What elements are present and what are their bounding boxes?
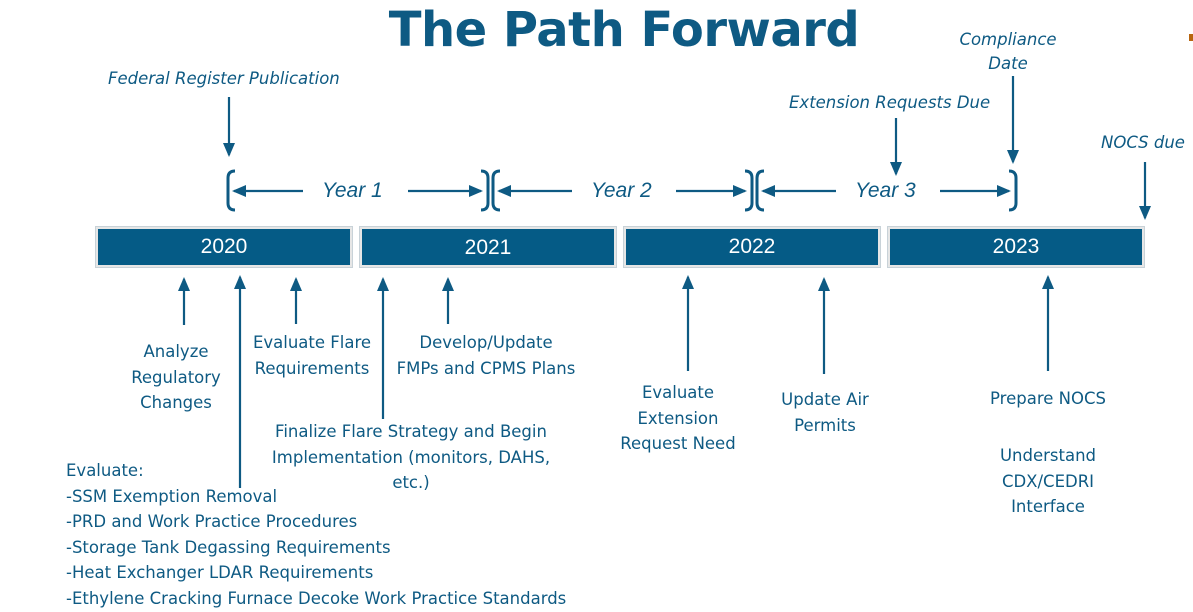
extension-requests-due-label: Extension Requests Due [789, 93, 991, 112]
task-line: etc.) [392, 473, 430, 492]
bracket-left-year-1 [226, 169, 236, 212]
logo-fragment [1189, 34, 1193, 41]
task-line: Implementation (monitors, DAHS, [271, 447, 551, 467]
task-line: Understand [999, 446, 1097, 465]
bracket-right-year-3 [1008, 169, 1018, 212]
compliance-date-label: Compliance Date [950, 28, 1066, 76]
task-line: Requirements [254, 358, 370, 378]
task-line: Changes [140, 393, 212, 412]
bracket-right-year-2 [744, 169, 754, 212]
year-bar-2020: 2020 [95, 226, 353, 268]
evaluate-list-item: -Storage Tank Degassing Requirements [66, 537, 391, 557]
page-title: The Path Forward [388, 2, 860, 58]
bracket-left-year-2 [491, 169, 501, 212]
evaluate-list-item: -Heat Exchanger LDAR Requirements [66, 563, 374, 582]
nocs-due-label: NOCS due [1101, 133, 1185, 152]
year-bar-2021: 2021 [359, 226, 617, 268]
task-line: CDX/CEDRI [1001, 471, 1095, 491]
task-line: Request Need [620, 434, 736, 453]
task-line: Analyze [143, 342, 209, 361]
evaluate-list-item: -PRD and Work Practice Procedures [66, 512, 358, 531]
task-line: Regulatory [131, 367, 221, 387]
period-year-1: Year 1 [322, 179, 383, 202]
compliance-date-line2: Date [988, 54, 1028, 73]
federal-register-label: Federal Register Publication [108, 69, 340, 88]
bracket-left-year-3 [755, 169, 765, 212]
year-bar-2023: 2023 [887, 226, 1145, 268]
task-line: Extension [637, 408, 719, 428]
compliance-date-line1: Compliance [959, 30, 1057, 49]
task-line: Develop/Update [419, 333, 553, 352]
task-finalize-flare-strategy: Finalize Flare Strategy and Begin Implem… [266, 419, 556, 496]
evaluate-list: Evaluate: -SSM Exemption Removal -PRD an… [66, 458, 566, 611]
task-evaluate-flare-requirements: Evaluate Flare Requirements [248, 330, 376, 381]
evaluate-list-item: -SSM Exemption Removal [66, 486, 278, 506]
task-line: Evaluate [641, 383, 715, 402]
task-line: Permits [794, 415, 856, 435]
task-line: Update Air [781, 390, 869, 409]
bracket-right-year-1 [480, 169, 490, 212]
period-year-2: Year 2 [591, 179, 652, 202]
period-year-3: Year 3 [855, 179, 916, 202]
task-analyze-regulatory-changes: Analyze Regulatory Changes [126, 339, 226, 416]
task-line: Finalize Flare Strategy and Begin [275, 422, 547, 441]
task-update-air-permits: Update Air Permits [770, 387, 880, 438]
task-line: Evaluate Flare [252, 333, 372, 352]
evaluate-list-item: -Ethylene Cracking Furnace Decoke Work P… [66, 588, 567, 608]
task-understand-cdx-cedri: Understand CDX/CEDRI Interface [980, 443, 1116, 520]
evaluate-list-heading: Evaluate: [66, 461, 144, 480]
task-line: FMPs and CPMS Plans [396, 358, 576, 378]
task-evaluate-extension-request-need: Evaluate Extension Request Need [612, 380, 744, 457]
task-develop-update-plans: Develop/Update FMPs and CPMS Plans [388, 330, 584, 381]
task-line: Interface [1011, 497, 1085, 516]
year-bar-2022: 2022 [623, 226, 881, 268]
task-prepare-nocs: Prepare NOCS [990, 389, 1106, 408]
